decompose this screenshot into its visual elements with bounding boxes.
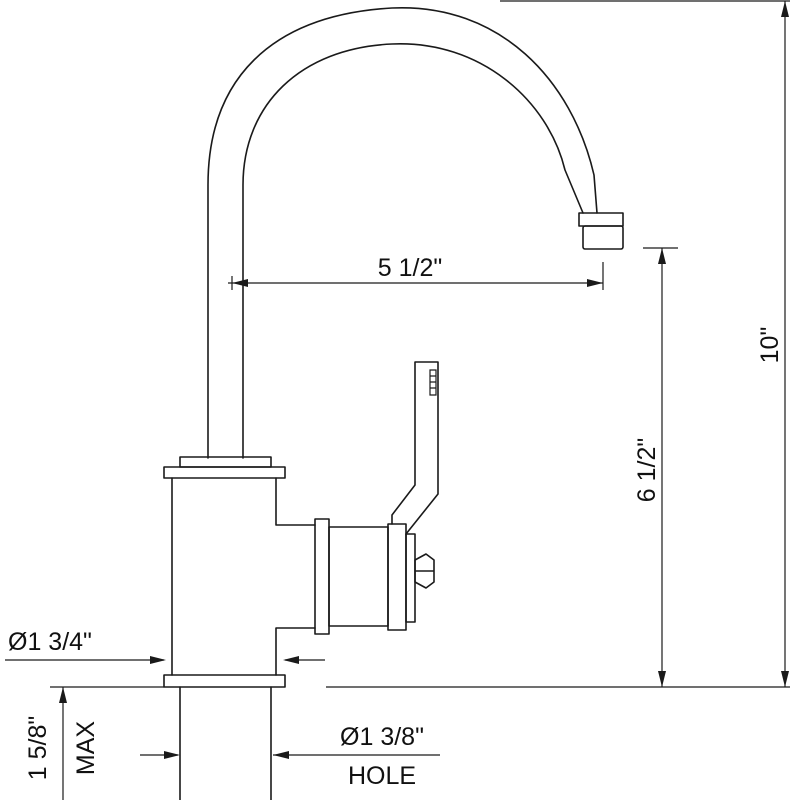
handle-stem-plate (405, 533, 416, 623)
hole-dia-arrow-left (164, 751, 180, 759)
lever-handle (391, 361, 439, 535)
deck-thickness-dim-line (50, 686, 164, 800)
reach-arrow-left (232, 279, 248, 287)
top-flange (163, 466, 286, 479)
set-screw (414, 553, 435, 589)
dimension-lines (5, 0, 790, 800)
hole-dia-arrow-right (273, 751, 289, 759)
aerator (582, 225, 624, 250)
bottom-flange (163, 674, 286, 688)
base-dia-arrow-right (283, 656, 299, 664)
reach-arrow-right (587, 279, 603, 287)
body-cylinder (171, 477, 316, 676)
aerator-ring (578, 212, 624, 227)
spout-height-label: 6 1/2" (633, 438, 661, 502)
overall-height-label: 10" (756, 327, 784, 364)
spout-collar (179, 456, 272, 468)
spout-inner-curve (242, 43, 584, 459)
handle-hub (328, 526, 389, 627)
lever-grip (429, 369, 437, 396)
shank (179, 686, 272, 800)
handle-hub-cap (387, 523, 407, 631)
base-dia-arrow-left (150, 656, 166, 664)
hole-note: HOLE (348, 762, 416, 790)
hole-diameter-label: Ø1 3/8" (340, 723, 424, 751)
spout-height-arrow-top (658, 248, 666, 264)
spout-outer-curve (207, 7, 598, 459)
reach-label: 5 1/2" (378, 254, 442, 282)
deck-thickness-arrow-top (59, 687, 67, 703)
overall-height-arrow-bottom (781, 671, 789, 687)
overall-height-dim-line (500, 0, 790, 687)
dimension-labels: 5 1/2" 6 1/2" 10" Ø1 3/4" 1 5/8" MAX Ø1 … (8, 254, 784, 790)
handle-hub-ring (314, 518, 330, 635)
faucet-outline (163, 7, 624, 800)
spout-height-arrow-bottom (658, 671, 666, 687)
spout-height-dim-line (643, 247, 678, 687)
overall-height-arrow-top (781, 1, 789, 17)
deck-thickness-label: 1 5/8" (24, 716, 52, 780)
base-diameter-label: Ø1 3/4" (8, 628, 92, 656)
deck-thickness-note: MAX (72, 721, 100, 776)
